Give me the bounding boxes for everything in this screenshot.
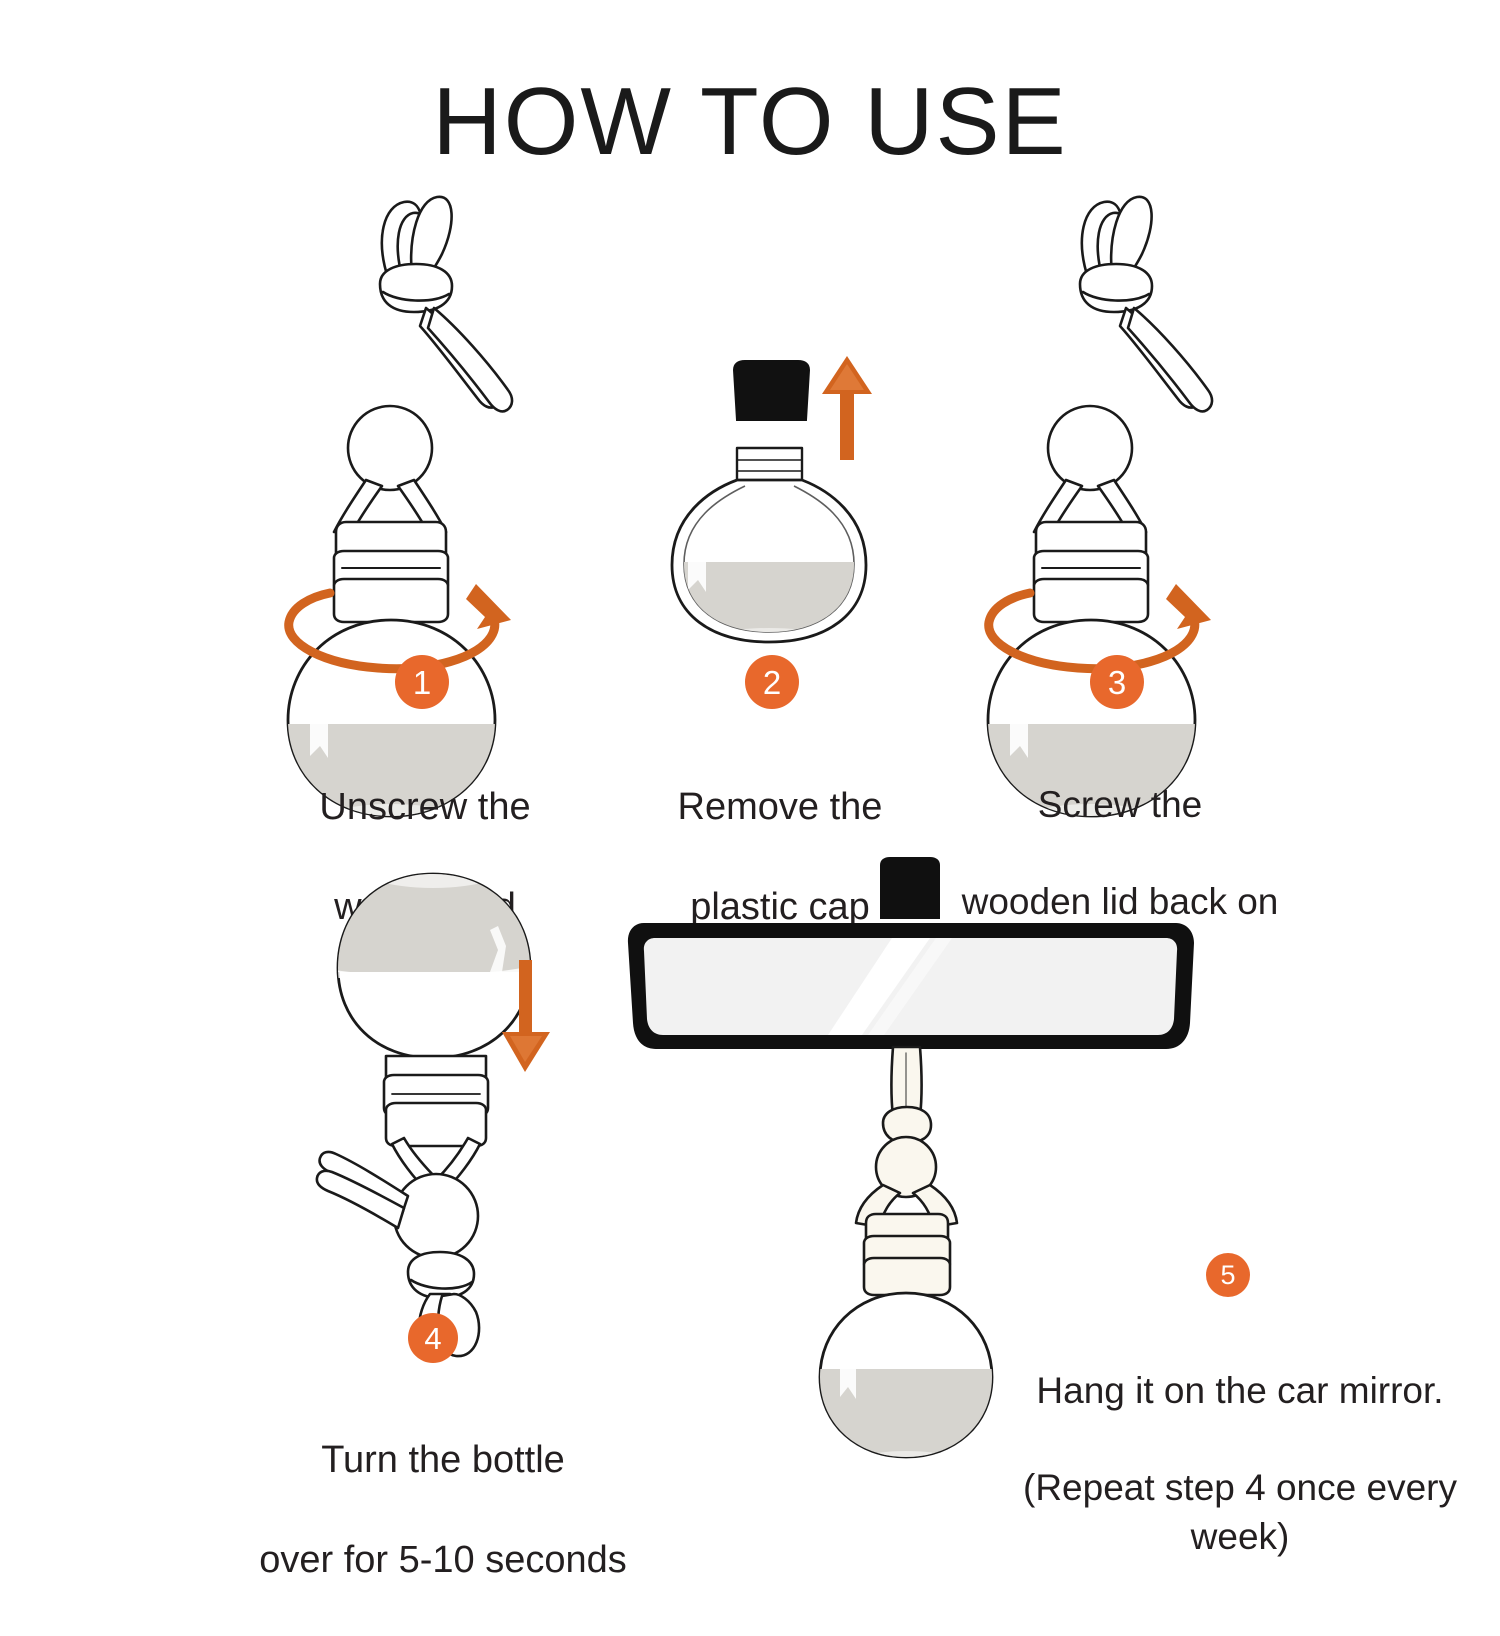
step-4-caption: Turn the bottle over for 5-10 seconds (248, 1385, 638, 1636)
step-1-badge: 1 (395, 655, 449, 709)
glass-bottle (818, 1291, 994, 1459)
step-5-badge: 5 (1206, 1253, 1250, 1297)
step-5-caption: Hang it on the car mirror. (Repeat step … (1000, 1318, 1480, 1611)
glass-bottle (986, 618, 1197, 818)
rotate-arrow-icon (284, 588, 500, 674)
wooden-bead (346, 404, 434, 492)
lid-band-3 (1032, 577, 1150, 624)
cord-tail-2 (1126, 306, 1214, 413)
step-1-caption-line1: Unscrew the (319, 786, 531, 829)
liquid-highlight (490, 926, 506, 972)
mirror-glass-highlight (828, 938, 952, 1035)
lid-band-1 (334, 520, 448, 560)
liquid-highlight (310, 724, 328, 758)
glass-bottle-inverted (336, 872, 532, 1060)
step-4-badge: 4 (408, 1313, 458, 1363)
wooden-bead (874, 1135, 938, 1199)
rotate-arrow-icon (984, 588, 1200, 674)
liquid-highlight (1010, 724, 1028, 758)
step-2-caption: Remove the plastic cap (590, 732, 970, 983)
step-4-caption-line2: over for 5-10 seconds (259, 1539, 627, 1582)
step-2-caption-line2: plastic cap (690, 886, 870, 929)
down-arrow-icon (502, 960, 550, 1072)
how-to-use-infographic: HOW TO USE (259, 68, 1457, 1582)
step-5-caption-line2: (Repeat step 4 once every week) (1023, 1467, 1457, 1558)
bottle-neck (735, 446, 804, 484)
cord-tail-2 (315, 1169, 406, 1230)
page-title: HOW TO USE (432, 68, 1068, 175)
cord-knot (406, 1250, 476, 1300)
lid-band-3 (332, 577, 450, 624)
step-3-illustration (980, 180, 1280, 818)
rotate-arrow-head (1166, 584, 1211, 629)
step-5-illustration (600, 855, 1220, 1459)
bottle-liquid (820, 1369, 992, 1457)
step-3-caption: Screw the wooden lid back on (920, 732, 1320, 976)
lid-band-1 (1034, 520, 1148, 560)
step-4-illustration (315, 860, 630, 1358)
cord-knot-shade (381, 290, 451, 302)
lid-band-3 (862, 1256, 952, 1297)
step-3-badge: 3 (1090, 655, 1144, 709)
cord-knot (1078, 262, 1154, 314)
step-1-illustration (280, 180, 580, 818)
bottle-liquid (338, 874, 530, 972)
cord-knot (378, 262, 454, 314)
step-3-caption-line2: wooden lid back on (961, 881, 1279, 923)
lid-band-3 (384, 1101, 488, 1148)
liquid-highlight (840, 1369, 856, 1399)
cord-knot-shade (1081, 290, 1151, 302)
glass-bottle (670, 478, 868, 644)
step-4-caption-line1: Turn the bottle (321, 1439, 565, 1482)
step-2-illustration (650, 350, 940, 650)
step-2-badge: 2 (745, 655, 799, 709)
cord-tail-2 (426, 306, 514, 413)
wooden-bead (392, 1172, 480, 1260)
cord-knot-shade (409, 1278, 474, 1290)
step-3-caption-line1: Screw the (1037, 783, 1203, 825)
step-2-caption-line1: Remove the (677, 786, 883, 829)
mirror-stem (880, 857, 940, 919)
liquid-highlight (688, 562, 706, 592)
up-arrow-icon (822, 356, 872, 460)
step-5-caption-line1: Hang it on the car mirror. (1036, 1369, 1444, 1411)
rotate-arrow-head (466, 584, 511, 629)
plastic-cap (732, 360, 811, 421)
wooden-bead (1046, 404, 1134, 492)
